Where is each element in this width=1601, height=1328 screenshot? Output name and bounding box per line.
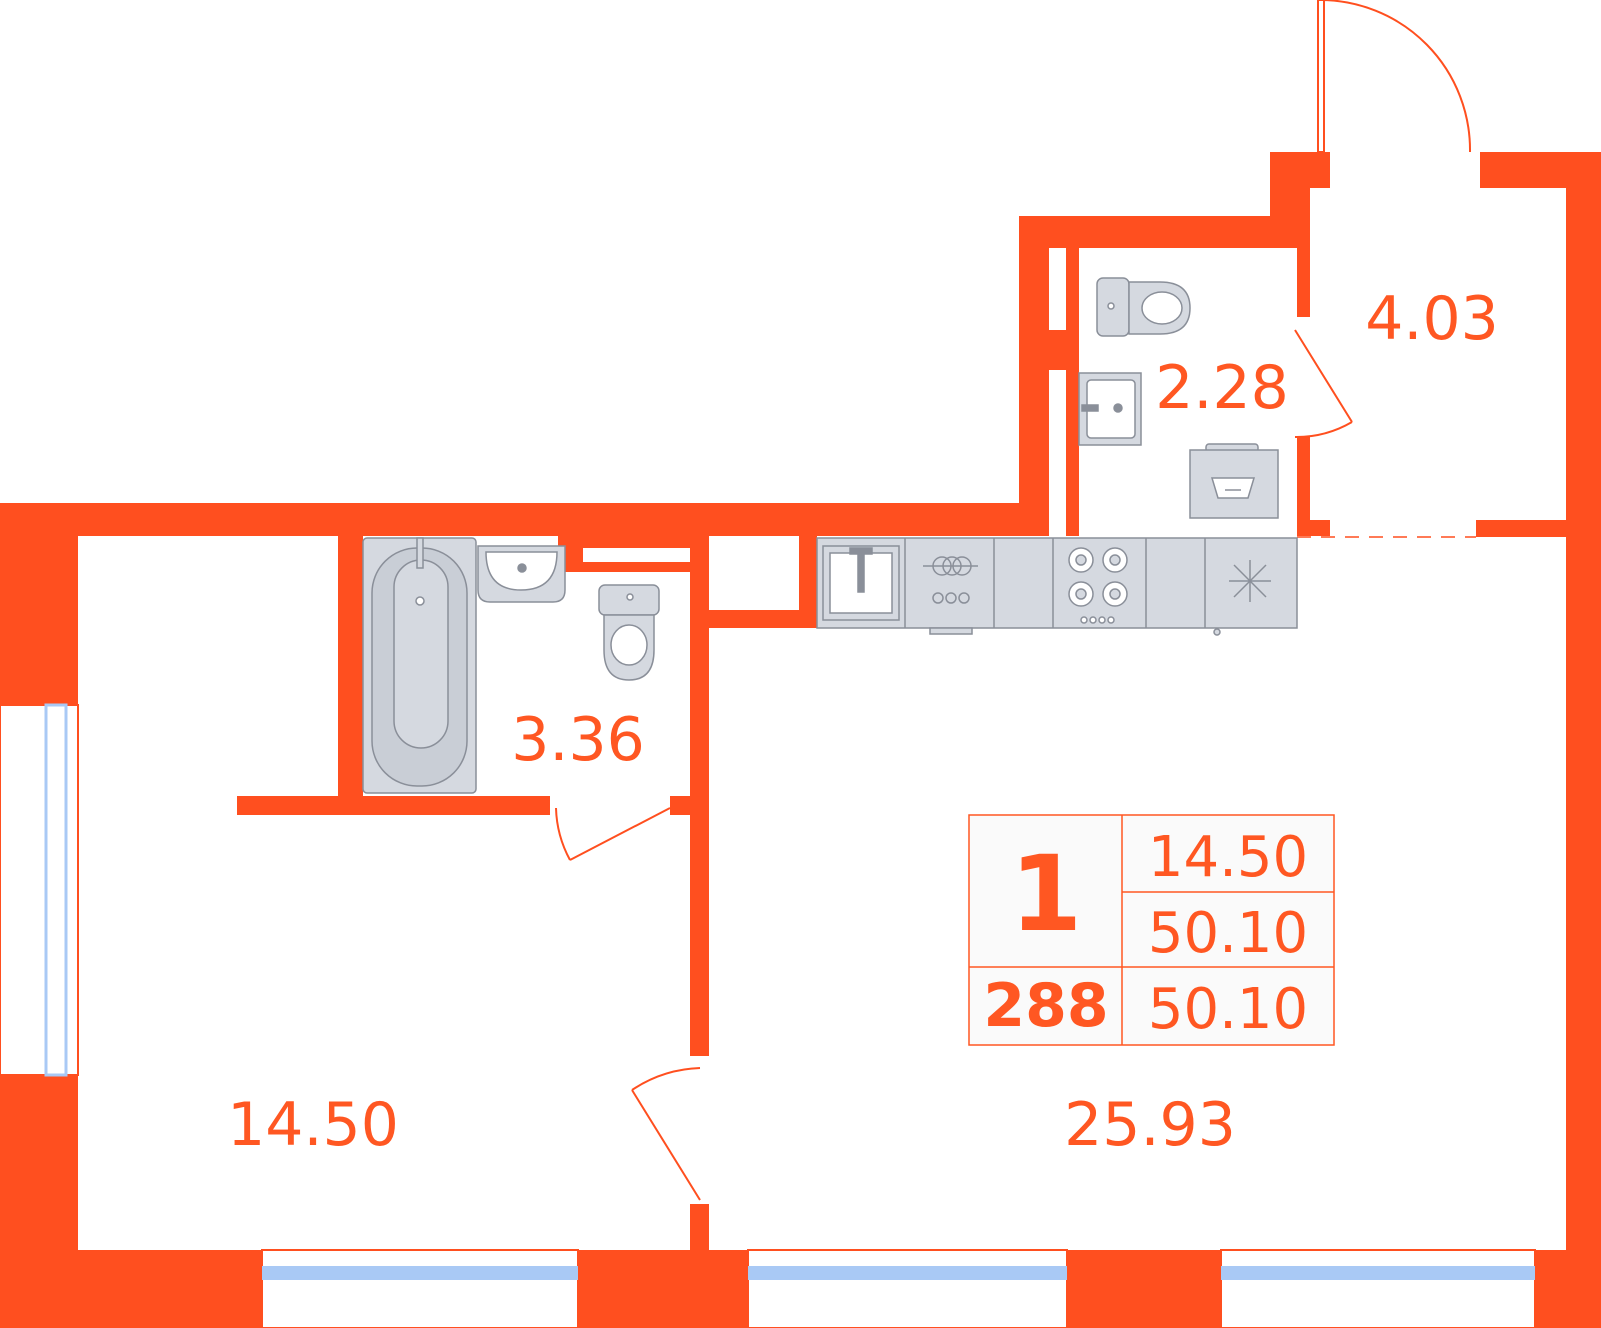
kitchen-sink-icon [822,545,900,621]
apartment-number: 288 [983,971,1108,1041]
hall-area: 4.03 [1365,284,1499,354]
area-labels: 14.50 3.36 2.28 4.03 25.93 [227,284,1499,1160]
info-table: 1 288 14.50 50.10 50.10 [968,814,1335,1046]
walls [0,152,1601,1328]
living-area-value: 14.50 [1148,825,1308,890]
bathroom-area: 3.36 [511,705,645,775]
toilet-icon [598,584,660,681]
doors [555,0,1476,1201]
total-area-value-2: 50.10 [1148,977,1308,1042]
washing-machine-icon [1189,443,1279,519]
inner-walls [237,248,1566,1250]
sink-icon [477,545,566,603]
fixtures [362,277,1298,794]
windows [0,703,1536,1328]
total-area-value: 50.10 [1148,901,1308,966]
fridge-icon [1213,560,1271,636]
toilet-area: 2.28 [1155,353,1289,423]
toilet-icon [1096,277,1191,337]
bedroom-area: 14.50 [227,1090,399,1160]
rooms-count: 1 [1010,833,1082,955]
bathtub-icon [362,537,477,794]
stove-icon [1068,547,1128,624]
kitchen-living-area: 25.93 [1064,1090,1236,1160]
sink-icon [1078,372,1142,446]
dishwasher-icon [923,556,978,635]
